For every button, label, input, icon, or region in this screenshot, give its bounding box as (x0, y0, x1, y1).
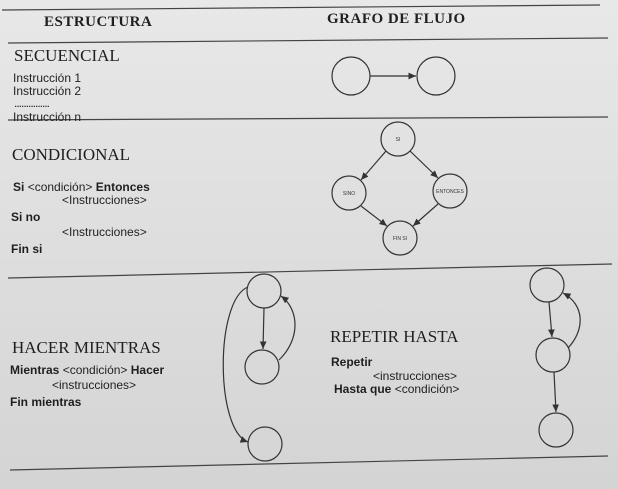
repetir-hasta-title: REPETIR HASTA (330, 327, 459, 346)
while-edge-down (259, 307, 267, 350)
repetir-hasta-instructions: <instrucciones> (373, 369, 458, 383)
condicional-instructions-2: <Instrucciones> (62, 225, 147, 239)
hacer-mientras-condition: <condición> (62, 363, 128, 377)
cond-node-si-label: SI (396, 137, 401, 143)
repeat-edge-down-1 (548, 301, 555, 338)
cond-edge-entonces-finsi (412, 203, 439, 227)
while-edge-back (278, 295, 296, 361)
cond-node-entonces-label: ENTONCES (436, 189, 464, 195)
cond-edge-sino-finsi (360, 205, 388, 227)
condicional-title: CONDICIONAL (12, 145, 131, 164)
repeat-node-2 (535, 337, 571, 373)
while-node-1 (246, 273, 282, 309)
condicional-si-line: Si <condición> Entonces (13, 180, 150, 194)
cond-node-si (380, 121, 416, 157)
hacer-mientras-instructions: <instrucciones> (52, 378, 137, 392)
header-flow-graph: GRAFO DE FLUJO (327, 11, 466, 27)
hasta-que-line: Hasta que <condición> (334, 382, 459, 396)
cond-node-finsi-label: FIN SI (393, 236, 407, 242)
cond-node-entonces (432, 173, 468, 209)
secuencial-title: SECUENCIAL (14, 46, 120, 65)
row-rule-2 (7, 263, 613, 279)
top-rule (1, 4, 601, 11)
condicional-fin-keyword: Fin si (11, 242, 43, 256)
while-node-2 (244, 349, 280, 385)
bottom-rule (9, 455, 609, 471)
cond-edge-si-sino (360, 150, 387, 181)
secuencial-dots: ............... (14, 96, 50, 110)
repeat-edge-back (562, 292, 581, 349)
repeat-edge-down-2 (552, 371, 559, 413)
condicional-condition: <condición> (27, 180, 93, 194)
cond-edge-si-entonces (409, 150, 439, 179)
seq-node-1 (331, 56, 371, 96)
row-rule-1 (7, 116, 609, 121)
header-rule (7, 37, 609, 44)
cond-node-finsi (382, 220, 418, 256)
condicional-si-keyword: Si (13, 180, 25, 194)
repetir-keyword: Repetir (331, 355, 373, 369)
fin-mientras-keyword: Fin mientras (10, 395, 82, 409)
repeat-node-3 (538, 412, 574, 448)
seq-node-2 (416, 56, 456, 96)
while-edge-exit (222, 286, 249, 443)
hacer-mientras-title: HACER MIENTRAS (12, 338, 161, 357)
hasta-que-keyword: Hasta que (334, 382, 392, 396)
secuencial-line-1: Instrucción 1 (13, 71, 82, 85)
secuencial-line-n: Instrucción n (13, 110, 82, 124)
cond-node-sino (331, 175, 367, 211)
secuencial-line-2: Instrucción 2 (13, 84, 82, 98)
repetir-hasta-condition: <condición> (394, 382, 460, 396)
condicional-instructions-1: <Instrucciones> (62, 193, 147, 207)
hacer-keyword: Hacer (130, 363, 165, 377)
hacer-mientras-header-line: Mientras <condición> Hacer (10, 363, 164, 377)
cond-node-sino-label: SINO (343, 191, 355, 197)
repeat-node-1 (529, 267, 565, 303)
condicional-sino-keyword: Si no (11, 210, 41, 224)
condicional-entonces-keyword: Entonces (95, 180, 150, 194)
while-node-3 (247, 426, 283, 462)
mientras-keyword: Mientras (10, 363, 60, 377)
header-structure: ESTRUCTURA (44, 14, 153, 30)
